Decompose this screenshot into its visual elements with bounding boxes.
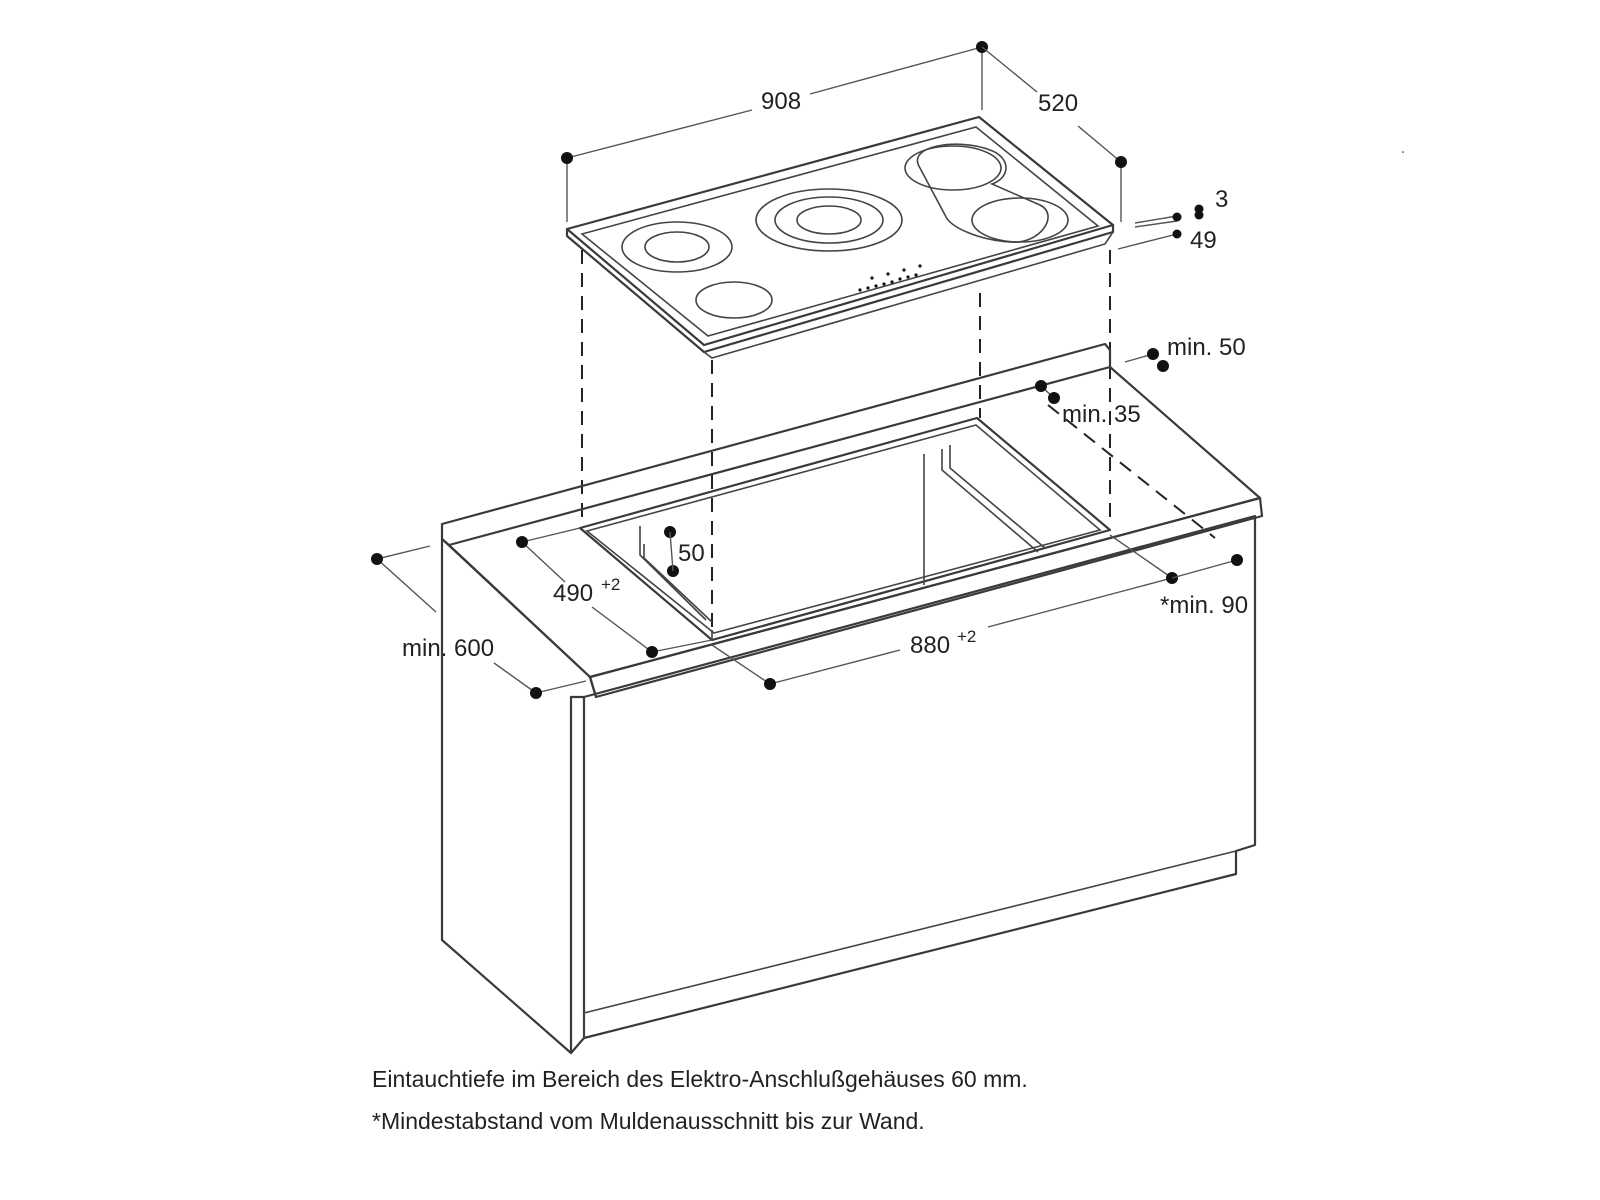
note-immersion-depth: Eintauchtiefe im Bereich des Elektro-Ans…: [372, 1066, 1028, 1092]
hob-width-label: 908: [761, 88, 801, 115]
hob-height-label: 49: [1190, 227, 1217, 254]
side-min-label: *min. 90: [1160, 592, 1248, 619]
dimension-rear-min: min. 50: [1124, 334, 1246, 372]
cutout-width-tolerance: +2: [957, 627, 976, 646]
hob-depth-label: 520: [1038, 90, 1078, 117]
cutout-depth-tolerance: +2: [601, 575, 620, 594]
rear-min-label: min. 50: [1167, 334, 1246, 361]
dimension-glass-thickness: 3 49: [1117, 186, 1228, 254]
worktop-depth-label: min. 600: [402, 635, 494, 662]
dimension-worktop-depth: min. 600: [371, 545, 587, 699]
base-cabinet: [440, 514, 1257, 1055]
worktop: [440, 342, 1264, 699]
dimension-cutout-width: 880 +2: [711, 534, 1178, 690]
cooktop: [565, 115, 1115, 359]
dimension-hob-depth: 520: [981, 46, 1127, 222]
front-edge-label: 50: [678, 540, 705, 567]
note-minimum-distance: *Mindestabstand vom Muldenausschnitt bis…: [372, 1108, 925, 1134]
cooking-zone-center-triple: [755, 188, 903, 252]
projection-lines: [581, 250, 1216, 635]
cutout-width-label: 880: [910, 632, 950, 659]
glass-thickness-label: 3: [1215, 186, 1228, 213]
dimension-cutout-rear-min: min. 35: [1035, 380, 1141, 428]
cooking-zone-rear-left: [695, 281, 773, 319]
cutout-rear-min-label: min. 35: [1062, 401, 1141, 428]
cooking-zone-bridge: [904, 143, 1069, 243]
dimension-side-min: *min. 90: [1160, 554, 1248, 619]
dimension-front-edge: 50: [664, 526, 705, 577]
cutout-opening: [578, 416, 1112, 642]
dimension-cutout-depth: 490 +2: [516, 527, 713, 658]
cooking-zone-front-left: [621, 221, 733, 273]
cutout-depth-label: 490: [553, 580, 593, 607]
control-panel: [858, 264, 922, 292]
